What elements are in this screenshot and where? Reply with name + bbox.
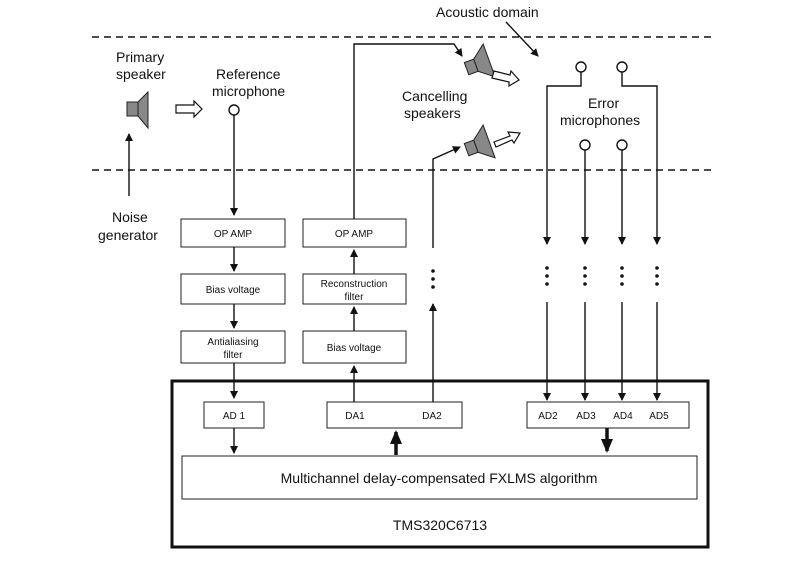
dsp-board-outline bbox=[170, 379, 710, 549]
ad2-label: AD2 bbox=[538, 411, 558, 422]
error-mic-1-icon bbox=[575, 61, 587, 73]
error-microphones-label-1: Error bbox=[588, 95, 619, 111]
ellipsis-da2 bbox=[431, 269, 435, 289]
error-microphones-label-2: microphones bbox=[560, 112, 640, 128]
da-block bbox=[326, 401, 463, 429]
sound-arrow-primary bbox=[175, 99, 203, 119]
reconstruction-label-2: filter bbox=[345, 292, 365, 303]
reference-mic-label-2: microphone bbox=[212, 83, 285, 99]
primary-speaker-label-2: speaker bbox=[116, 66, 166, 82]
ad3-label: AD3 bbox=[576, 411, 596, 422]
noise-generator-label-1: Noise bbox=[112, 209, 148, 225]
reconstruction-label-1: Reconstruction bbox=[321, 279, 388, 290]
op-amp-left-block bbox=[180, 218, 286, 248]
ad4-label: AD4 bbox=[613, 411, 633, 422]
sound-arrow-speaker2 bbox=[493, 131, 522, 148]
da1-label: DA1 bbox=[345, 411, 365, 422]
error-mic-2-icon bbox=[579, 139, 591, 151]
acoustic-domain-label: Acoustic domain bbox=[436, 4, 539, 20]
error-mic-3-icon bbox=[616, 139, 628, 151]
op-amp-left-label: OP AMP bbox=[214, 229, 252, 240]
wire-opamp-speaker1 bbox=[353, 43, 463, 219]
op-amp-right-label: OP AMP bbox=[335, 229, 373, 240]
antialiasing-filter-block bbox=[180, 330, 286, 364]
cancelling-speakers-label-1: Cancelling bbox=[402, 88, 467, 104]
cancelling-speakers-label-2: speakers bbox=[404, 105, 461, 121]
noise-generator-label-2: generator bbox=[98, 227, 158, 243]
reference-mic-label-1: Reference bbox=[216, 66, 281, 82]
reference-mic-icon bbox=[228, 104, 240, 116]
primary-speaker-icon bbox=[126, 90, 149, 130]
dsp-label: TMS320C6713 bbox=[393, 517, 487, 533]
cancelling-speaker-2-icon bbox=[463, 123, 496, 159]
cancelling-speaker-1-icon bbox=[463, 42, 496, 78]
fxlms-algorithm-block bbox=[181, 455, 698, 500]
primary-speaker-label-1: Primary bbox=[116, 49, 164, 65]
error-mic-4-icon bbox=[616, 61, 628, 73]
bias-voltage-left-label: Bias voltage bbox=[206, 285, 261, 296]
ellipsis-error-paths bbox=[545, 266, 659, 286]
ad-error-block bbox=[526, 401, 690, 429]
wire-errmic1-down bbox=[543, 72, 582, 245]
sound-arrow-speaker1 bbox=[491, 69, 520, 88]
bias-voltage-right-label: Bias voltage bbox=[327, 343, 382, 354]
bias-voltage-left-block bbox=[180, 273, 286, 305]
reconstruction-filter-block bbox=[302, 273, 407, 305]
da2-label: DA2 bbox=[422, 411, 442, 422]
acoustic-domain-pointer bbox=[505, 21, 539, 57]
fxlms-algorithm-label: Multichannel delay-compensated FXLMS alg… bbox=[281, 470, 598, 486]
wire-errmic4-down bbox=[621, 72, 661, 245]
ad1-label: AD 1 bbox=[223, 411, 246, 422]
antialiasing-label-2: filter bbox=[224, 350, 244, 361]
antialiasing-label-1: Antialiasing bbox=[207, 337, 258, 348]
ad5-label: AD5 bbox=[649, 411, 669, 422]
op-amp-right-block bbox=[302, 218, 407, 248]
bias-voltage-right-block bbox=[302, 330, 407, 364]
ad1-block bbox=[203, 401, 265, 429]
wire-speaker2 bbox=[432, 146, 461, 248]
